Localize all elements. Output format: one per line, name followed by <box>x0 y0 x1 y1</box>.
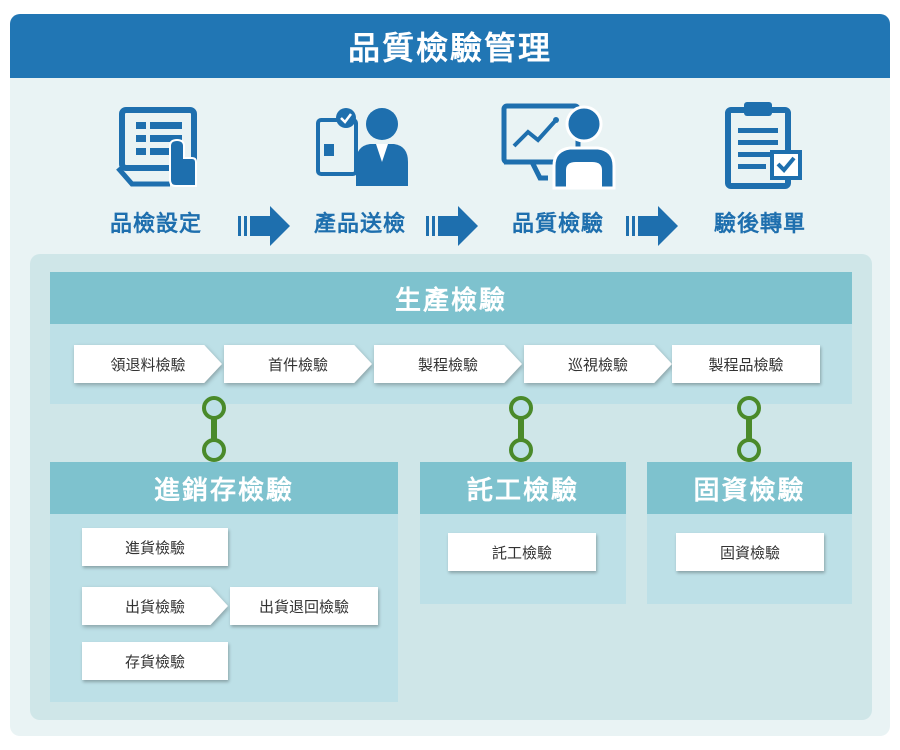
outsource-header: 託工檢驗 <box>420 462 626 514</box>
assets-header: 固資檢驗 <box>647 462 852 514</box>
step-label-4: 驗後轉單 <box>713 212 806 237</box>
flow-arrow-icon <box>426 206 478 246</box>
clipboard-check-icon <box>725 102 802 189</box>
sales-item-4: 存貨檢驗 <box>82 642 228 680</box>
sales-item-3: 出貨退回檢驗 <box>230 587 378 625</box>
person-screen-chart-icon <box>501 103 616 190</box>
diagram-title: 品質檢驗管理 <box>10 14 890 78</box>
connector-icon <box>509 396 533 462</box>
sales-item-1: 進貨檢驗 <box>82 528 228 566</box>
production-step-4: 巡視檢驗 <box>524 345 672 383</box>
production-header: 生產檢驗 <box>50 272 852 324</box>
flow-arrow-icon <box>626 206 678 246</box>
production-step-5: 製程品檢驗 <box>672 345 820 383</box>
person-document-icon <box>316 108 408 186</box>
production-step-3: 製程檢驗 <box>374 345 522 383</box>
outsource-item-1: 託工檢驗 <box>448 533 596 571</box>
tablet-list-icon <box>116 107 197 187</box>
sales-header: 進銷存檢驗 <box>50 462 398 514</box>
step-label-1: 品檢設定 <box>109 212 202 237</box>
assets-item-1: 固資檢驗 <box>676 533 824 571</box>
connector-icon <box>202 396 226 462</box>
step-label-2: 產品送檢 <box>313 212 406 237</box>
sales-item-2: 出貨檢驗 <box>82 587 228 625</box>
production-step-2: 首件檢驗 <box>224 345 372 383</box>
connector-icon <box>737 396 761 462</box>
production-step-1: 領退料檢驗 <box>74 345 222 383</box>
step-label-3: 品質檢驗 <box>511 212 604 237</box>
flow-arrow-icon <box>238 206 290 246</box>
